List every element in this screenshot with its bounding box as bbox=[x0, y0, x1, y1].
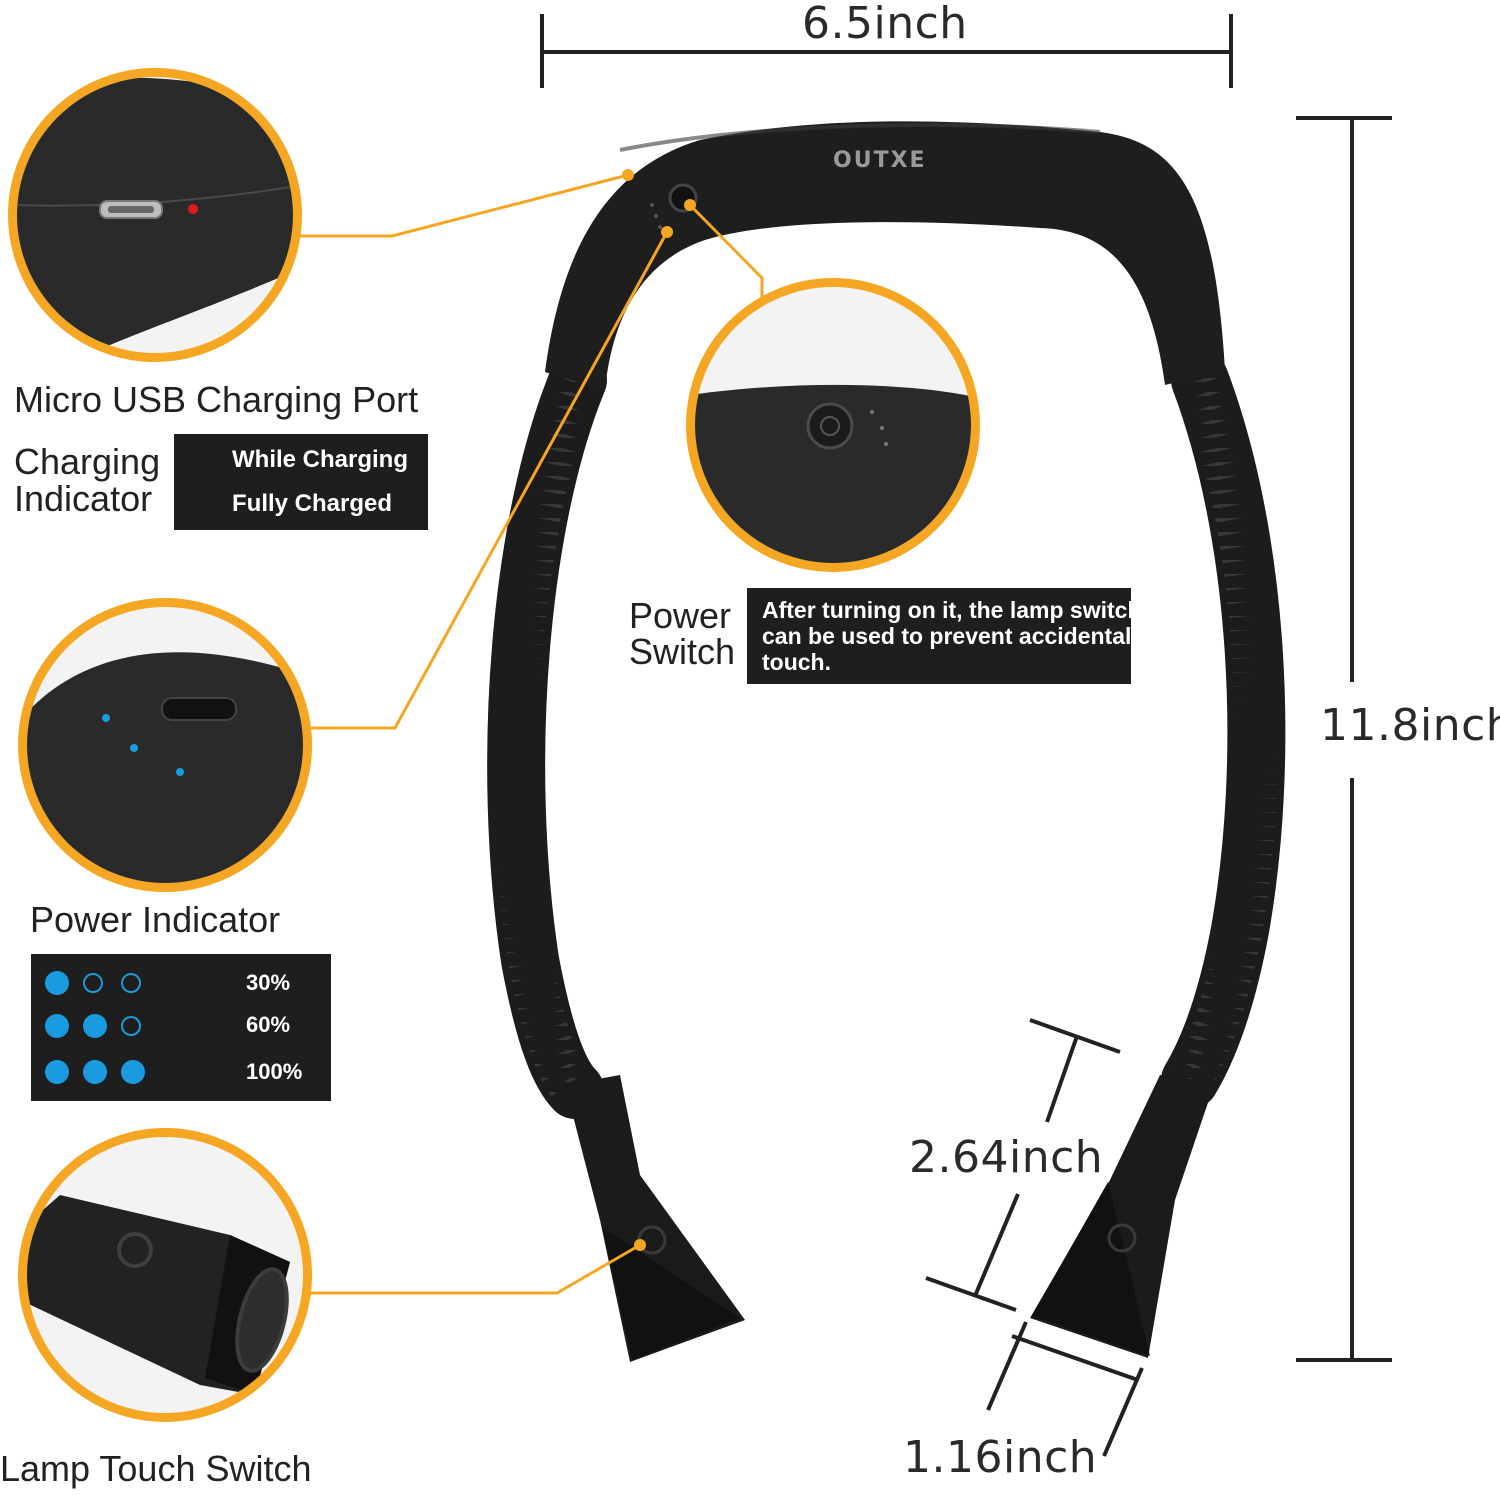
lamp-switch-caption: Lamp Touch Switch bbox=[0, 1448, 312, 1489]
level-dot bbox=[121, 973, 141, 993]
power-level-box: 30% 60% 100% bbox=[31, 954, 331, 1101]
level-dot bbox=[83, 973, 103, 993]
power-switch-icon bbox=[806, 402, 854, 450]
width-dimension-label: 6.5inch bbox=[802, 0, 968, 49]
power-indicator-zoom bbox=[18, 598, 312, 892]
usb-port-zoom bbox=[8, 68, 302, 362]
charging-indicator-caption-line1: Charging bbox=[14, 441, 161, 482]
level-dot bbox=[45, 1014, 69, 1038]
touch-switch-icon bbox=[117, 1232, 153, 1268]
width-dimension-line bbox=[540, 14, 1233, 88]
height-dimension-line bbox=[1296, 116, 1392, 1362]
blue-led-icon bbox=[102, 714, 110, 722]
level-dot bbox=[45, 1060, 69, 1084]
power-switch-caption-line2: Switch bbox=[629, 631, 736, 672]
lamp-switch-zoom bbox=[18, 1128, 312, 1422]
power-level-row bbox=[45, 1060, 159, 1084]
legend-fully-charged: Fully Charged bbox=[232, 490, 393, 517]
power-switch-note-box: After turning on it, the lamp switch can… bbox=[747, 588, 1142, 684]
power-switch-note-line2: can be used to prevent accidental bbox=[762, 623, 1132, 649]
power-indicator-caption: Power Indicator bbox=[30, 899, 281, 940]
right-touch-icon bbox=[1107, 1223, 1137, 1253]
level-dot bbox=[45, 971, 69, 995]
level-dot bbox=[121, 1016, 141, 1036]
left-gooseneck bbox=[487, 351, 607, 1119]
neck-band bbox=[545, 121, 1225, 390]
charging-indicator-caption-line2: Indicator bbox=[14, 478, 153, 519]
power-switch-caption-line1: Power bbox=[629, 595, 732, 636]
power-switch-note-line1: After turning on it, the lamp switch bbox=[762, 597, 1142, 623]
legend-while-charging: While Charging bbox=[232, 446, 408, 473]
right-gooseneck bbox=[1161, 351, 1286, 1109]
head-width-dimension-label: 1.16inch bbox=[903, 1432, 1098, 1483]
power-level-row bbox=[45, 971, 159, 995]
level-dot bbox=[83, 1014, 107, 1038]
head-length-dimension-line bbox=[925, 1018, 1121, 1312]
head-width-dimension-line bbox=[986, 1321, 1144, 1457]
callout-leaders bbox=[290, 173, 764, 1295]
power-level-100: 100% bbox=[246, 1059, 303, 1084]
left-lamp-head bbox=[565, 1075, 745, 1362]
height-dimension-label: 11.8inch bbox=[1320, 700, 1500, 751]
head-length-dimension-label: 2.64inch bbox=[909, 1132, 1104, 1183]
level-dot bbox=[83, 1060, 107, 1084]
brand-logo: OUTXE bbox=[833, 148, 927, 173]
charging-legend-box: While Charging Fully Charged bbox=[174, 434, 428, 530]
power-switch-note-line3: touch. bbox=[762, 649, 831, 675]
power-switch-zoom bbox=[686, 278, 980, 572]
usb-port-caption: Micro USB Charging Port bbox=[14, 379, 419, 420]
power-level-30: 30% bbox=[246, 970, 291, 995]
power-level-60: 60% bbox=[246, 1012, 291, 1037]
slide-switch-icon bbox=[161, 697, 237, 721]
charging-led-icon bbox=[188, 204, 198, 214]
level-dot bbox=[121, 1060, 145, 1084]
power-level-row bbox=[45, 1014, 159, 1038]
